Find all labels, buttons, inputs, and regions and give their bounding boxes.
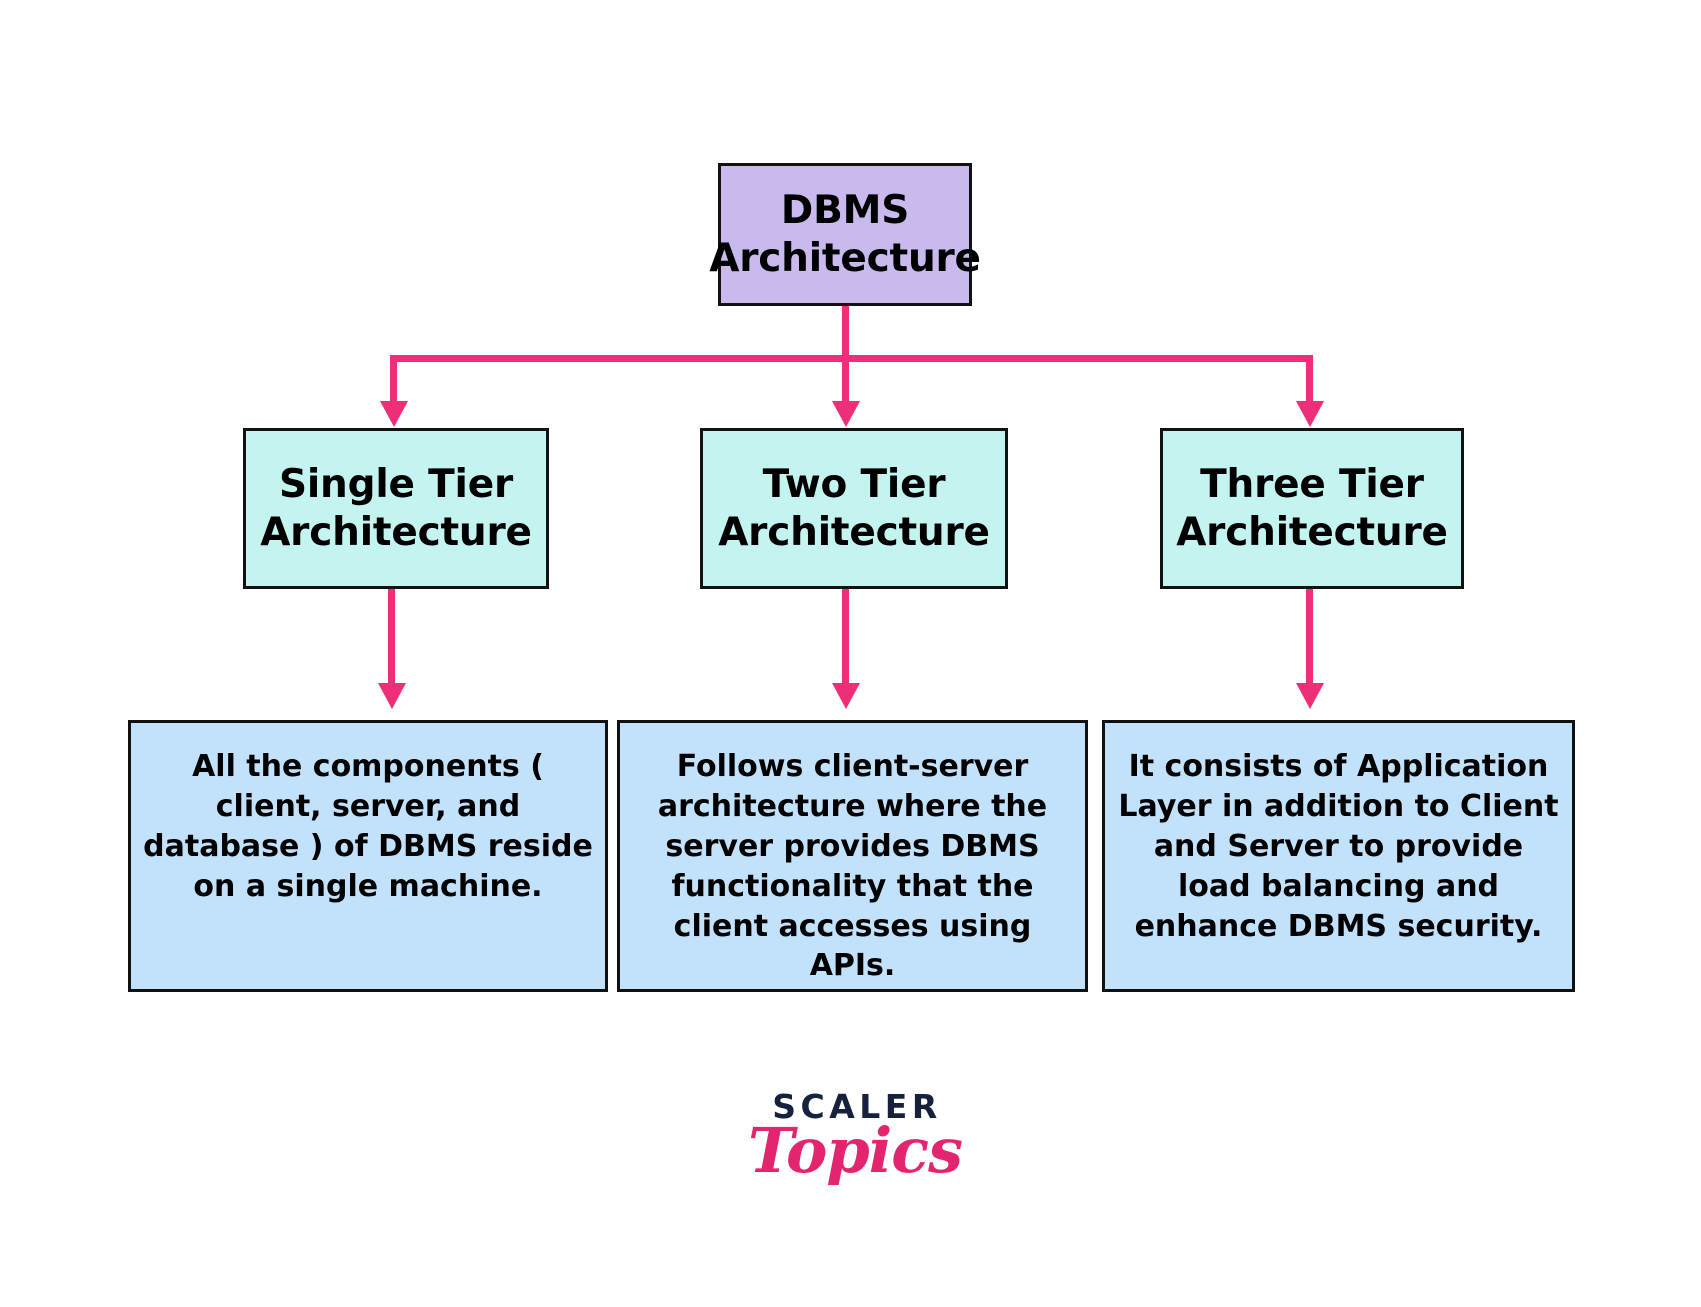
node-three-tier-architecture: Three Tier Architecture	[1160, 428, 1464, 589]
connector-single-tier-to-description	[388, 589, 395, 689]
scaler-topics-logo: SCALER Topics	[740, 1090, 970, 1182]
description-single-tier-text: All the components ( client, server, and…	[143, 749, 593, 904]
connector-drop-two-tier	[842, 355, 849, 409]
arrowhead-single-tier-icon	[380, 401, 408, 427]
connector-drop-three-tier	[1306, 355, 1313, 409]
arrowhead-description-one-icon	[378, 683, 406, 709]
description-two-tier: Follows client-server architecture where…	[617, 720, 1088, 992]
arrowhead-three-tier-icon	[1296, 401, 1324, 427]
description-three-tier: It consists of Application Layer in addi…	[1102, 720, 1575, 992]
logo-secondary-text: Topics	[748, 1114, 963, 1187]
node-two-tier-architecture: Two Tier Architecture	[700, 428, 1008, 589]
description-three-tier-text: It consists of Application Layer in addi…	[1118, 749, 1559, 944]
connector-drop-single-tier	[390, 355, 397, 409]
logo-primary-text: SCALER	[772, 1087, 942, 1126]
node-dbms-architecture: DBMS Architecture	[709, 163, 981, 306]
connector-horizontal-bus	[390, 355, 1313, 362]
connector-two-tier-to-description	[842, 589, 849, 689]
connector-root-stem	[842, 306, 849, 362]
description-two-tier-text: Follows client-server architecture where…	[657, 749, 1048, 984]
connector-three-tier-to-description	[1306, 589, 1313, 689]
node-single-tier-architecture: Single Tier Architecture	[243, 428, 549, 589]
arrowhead-two-tier-icon	[832, 401, 860, 427]
description-single-tier: All the components ( client, server, and…	[128, 720, 608, 992]
arrowhead-description-two-icon	[832, 683, 860, 709]
arrowhead-description-three-icon	[1296, 683, 1324, 709]
